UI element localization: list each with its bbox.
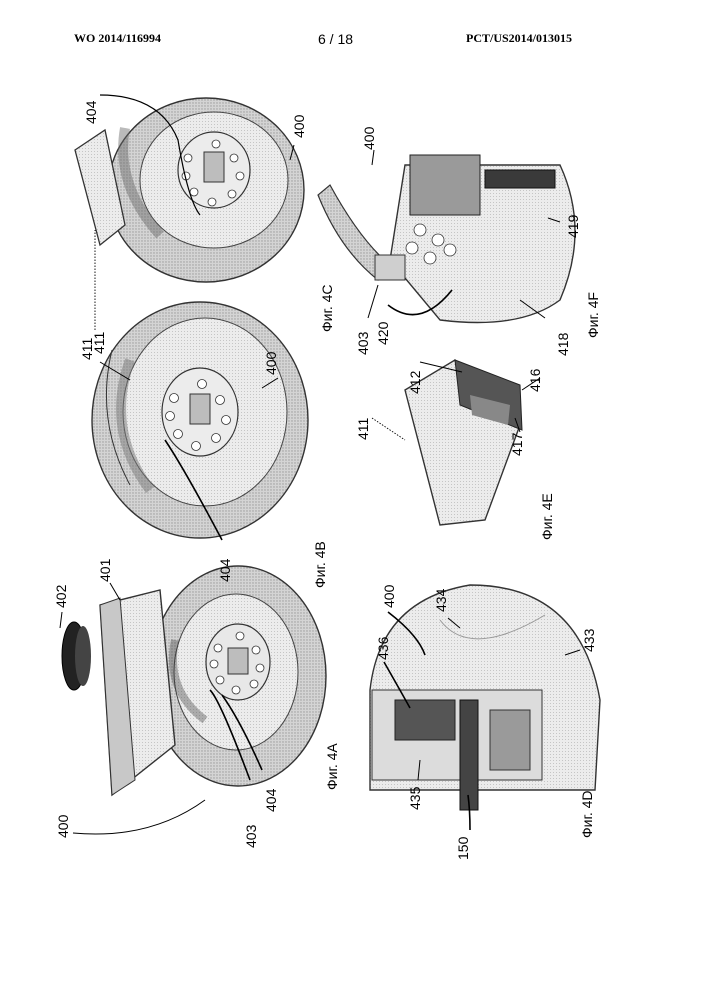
ref-400-fig4f: 400 <box>361 126 377 150</box>
caption-fig-4f: Фиг. 4F <box>585 292 601 338</box>
caption-fig-4c: Фиг. 4С <box>319 284 335 332</box>
ref-412: 412 <box>407 370 423 394</box>
ref-404-fig4b: 404 <box>217 558 233 582</box>
ref-411-fig4c: 411 <box>79 337 95 360</box>
ref-403-fig4f: 403 <box>355 331 371 355</box>
ref-435: 435 <box>407 786 423 810</box>
ref-433: 433 <box>581 628 597 652</box>
ref-150: 150 <box>455 836 471 860</box>
caption-fig-4a: Фиг. 4А <box>324 743 340 790</box>
ref-404-fig4c: 404 <box>83 100 99 124</box>
caption-fig-4d: Фиг. 4D <box>579 790 595 838</box>
ref-400-fig4b: 400 <box>263 351 279 375</box>
figure-4d: 436 400 434 433 435 150 Фиг. 4D <box>370 584 600 860</box>
ref-436: 436 <box>375 636 391 660</box>
figure-4f: 400 403 420 418 419 Фиг. 4F <box>318 126 601 356</box>
ref-401: 401 <box>97 558 113 582</box>
ref-418: 418 <box>555 332 571 356</box>
ref-411-fig4e: 411 <box>355 417 371 440</box>
ref-417: 417 <box>509 432 525 456</box>
ref-400-fig4d: 400 <box>381 584 397 608</box>
fig-4d-drawing <box>370 585 600 830</box>
ref-419: 419 <box>565 214 581 238</box>
ref-403-fig4a: 403 <box>243 824 259 848</box>
fig-4c-drawing <box>75 95 304 330</box>
ref-400-fig4c: 400 <box>291 114 307 138</box>
caption-fig-4e: Фиг. 4Е <box>539 493 555 540</box>
ref-402: 402 <box>53 584 69 608</box>
caption-fig-4b: Фиг. 4В <box>312 541 328 588</box>
figure-4e: 411 412 416 417 Фиг. 4Е <box>355 360 555 540</box>
figure-4a: 400 402 401 403 404 Фиг. 4А <box>53 558 340 848</box>
ref-434: 434 <box>433 588 449 612</box>
ref-404-fig4a: 404 <box>263 788 279 812</box>
ref-416: 416 <box>527 368 543 392</box>
fig-4b-drawing <box>92 302 308 540</box>
fig-4f-drawing <box>318 150 575 323</box>
figure-4b: 411 400 404 Фиг. 4В <box>91 302 328 588</box>
fig-4a-drawing <box>60 566 326 834</box>
ref-400-fig4a: 400 <box>55 814 71 838</box>
ref-420: 420 <box>375 321 391 345</box>
